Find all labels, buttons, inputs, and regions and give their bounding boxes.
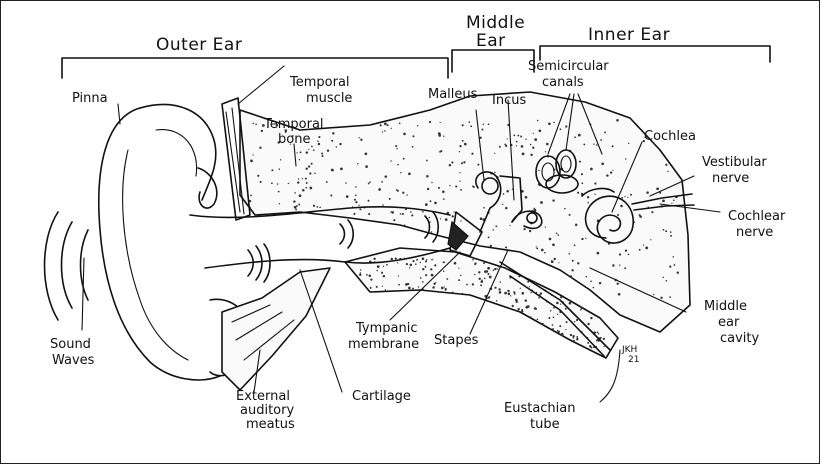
external-auditory-meatus-label-line1: External: [236, 389, 290, 404]
malleus-label: Malleus: [428, 87, 478, 102]
cochlear-nerve-label-line2: nerve: [736, 225, 773, 240]
semicircular-canals-label-line1: Semicircular: [528, 59, 609, 74]
stapes-label: Stapes: [434, 333, 479, 348]
vestibular-nerve-label-line2: nerve: [712, 171, 749, 186]
outer-ear-bracket: [62, 58, 448, 78]
incus-label: Incus: [492, 93, 526, 108]
eustachian-tube-label-line2: tube: [530, 417, 560, 432]
signature-line2: 21: [628, 355, 639, 365]
sound-waves-label-line2: Waves: [52, 353, 95, 368]
cartilage: [222, 268, 330, 390]
pinna: [99, 108, 220, 380]
signature-line1: JKH: [621, 345, 637, 355]
sound-waves-label-line1: Sound: [50, 337, 91, 352]
outer-ear-label: Outer Ear: [156, 35, 242, 55]
middle-ear-cavity-label-line2: ear: [718, 315, 740, 330]
inner-ear-label: Inner Ear: [588, 25, 670, 45]
middle-ear-cavity-label-line1: Middle: [704, 299, 747, 314]
cochlea-label: Cochlea: [644, 129, 696, 144]
temporal-muscle-label-line1: Temporal: [289, 75, 350, 90]
temporal-bone-label-line1: Temporal: [263, 117, 324, 132]
middle-ear-bracket: [452, 50, 534, 72]
tympanic-membrane-label-line1: Tympanic: [355, 321, 418, 336]
pinna-label: Pinna: [72, 91, 108, 106]
middle-ear-label-line1: Middle: [466, 13, 525, 33]
external-auditory-meatus-label-line3: meatus: [246, 417, 295, 432]
cochlear-nerve-label-line1: Cochlear: [728, 209, 786, 224]
semicircular-canals-label-line2: canals: [542, 75, 584, 90]
middle-ear-cavity-label-line3: cavity: [720, 331, 760, 346]
temporal-bone-label-line2: bone: [278, 132, 310, 147]
external-auditory-meatus-label-line2: auditory: [240, 403, 294, 418]
vestibular-nerve-label-line1: Vestibular: [702, 155, 767, 170]
middle-ear-label-line2: Ear: [476, 31, 506, 51]
cartilage-label: Cartilage: [352, 389, 411, 404]
temporal-muscle-label-line2: muscle: [306, 91, 352, 106]
eustachian-tube-label-line1: Eustachian: [504, 401, 576, 416]
tympanic-membrane-label-line2: membrane: [348, 337, 419, 352]
